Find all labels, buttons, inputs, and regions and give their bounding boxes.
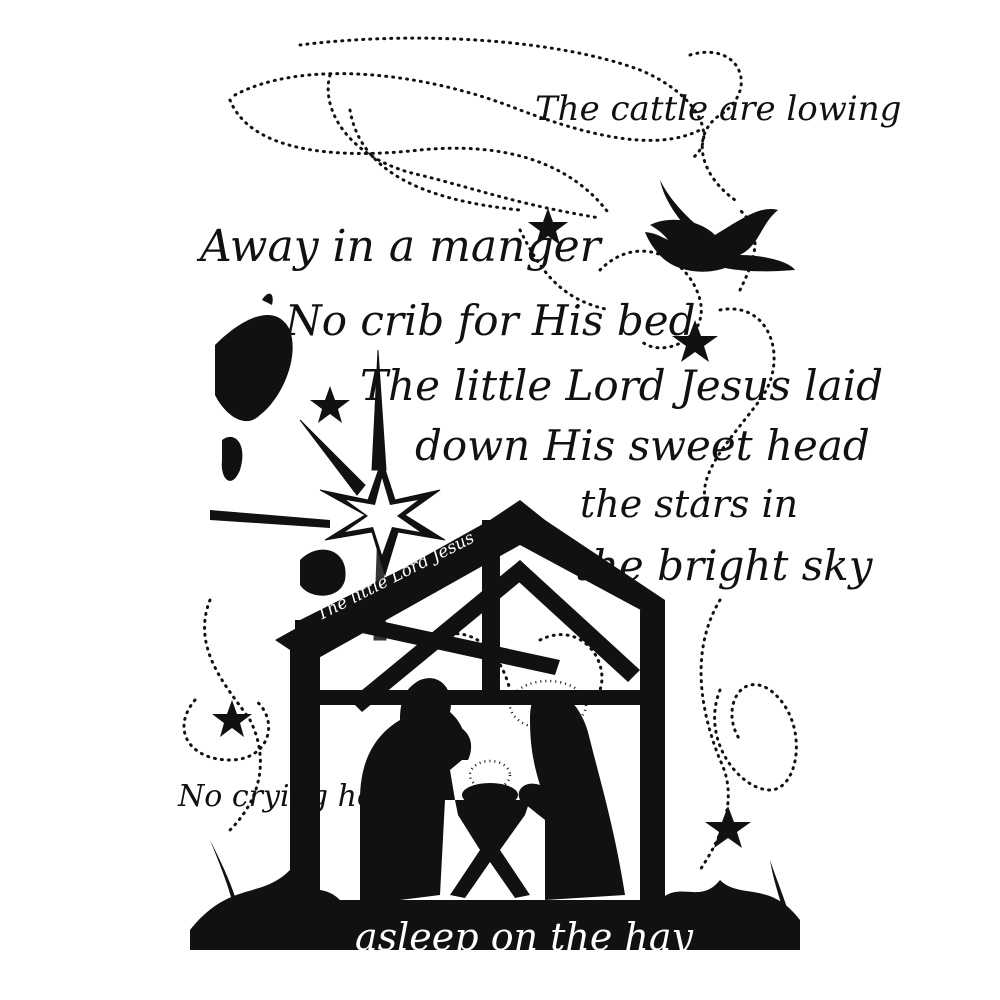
lyric-line: asleep on the hay (355, 915, 694, 959)
star-icon (705, 806, 751, 848)
holy-family (360, 678, 625, 900)
grunge-texture (210, 293, 346, 596)
mary-figure (518, 690, 625, 900)
banner-ribbon (300, 545, 462, 640)
stars (212, 208, 751, 848)
joseph-figure (360, 678, 466, 900)
manger (450, 800, 530, 898)
star-icon (310, 386, 350, 423)
lyric-line: The cattle are lowing (535, 89, 902, 129)
lyric-line: Away in a manger (200, 221, 601, 272)
star-icon (212, 700, 252, 737)
star-icon (528, 208, 568, 245)
lyric-line: No crib for His bed (285, 296, 696, 345)
dove-icon (645, 180, 795, 272)
lyric-line: down His sweet head (415, 421, 870, 470)
star-icon (672, 320, 718, 362)
lyric-line: No crying he m (178, 779, 413, 814)
lyric-line: The little Lord Jesus laid (360, 361, 884, 410)
lyric-line: the bright sky (575, 541, 873, 590)
lyric-line: the stars in (580, 482, 799, 526)
